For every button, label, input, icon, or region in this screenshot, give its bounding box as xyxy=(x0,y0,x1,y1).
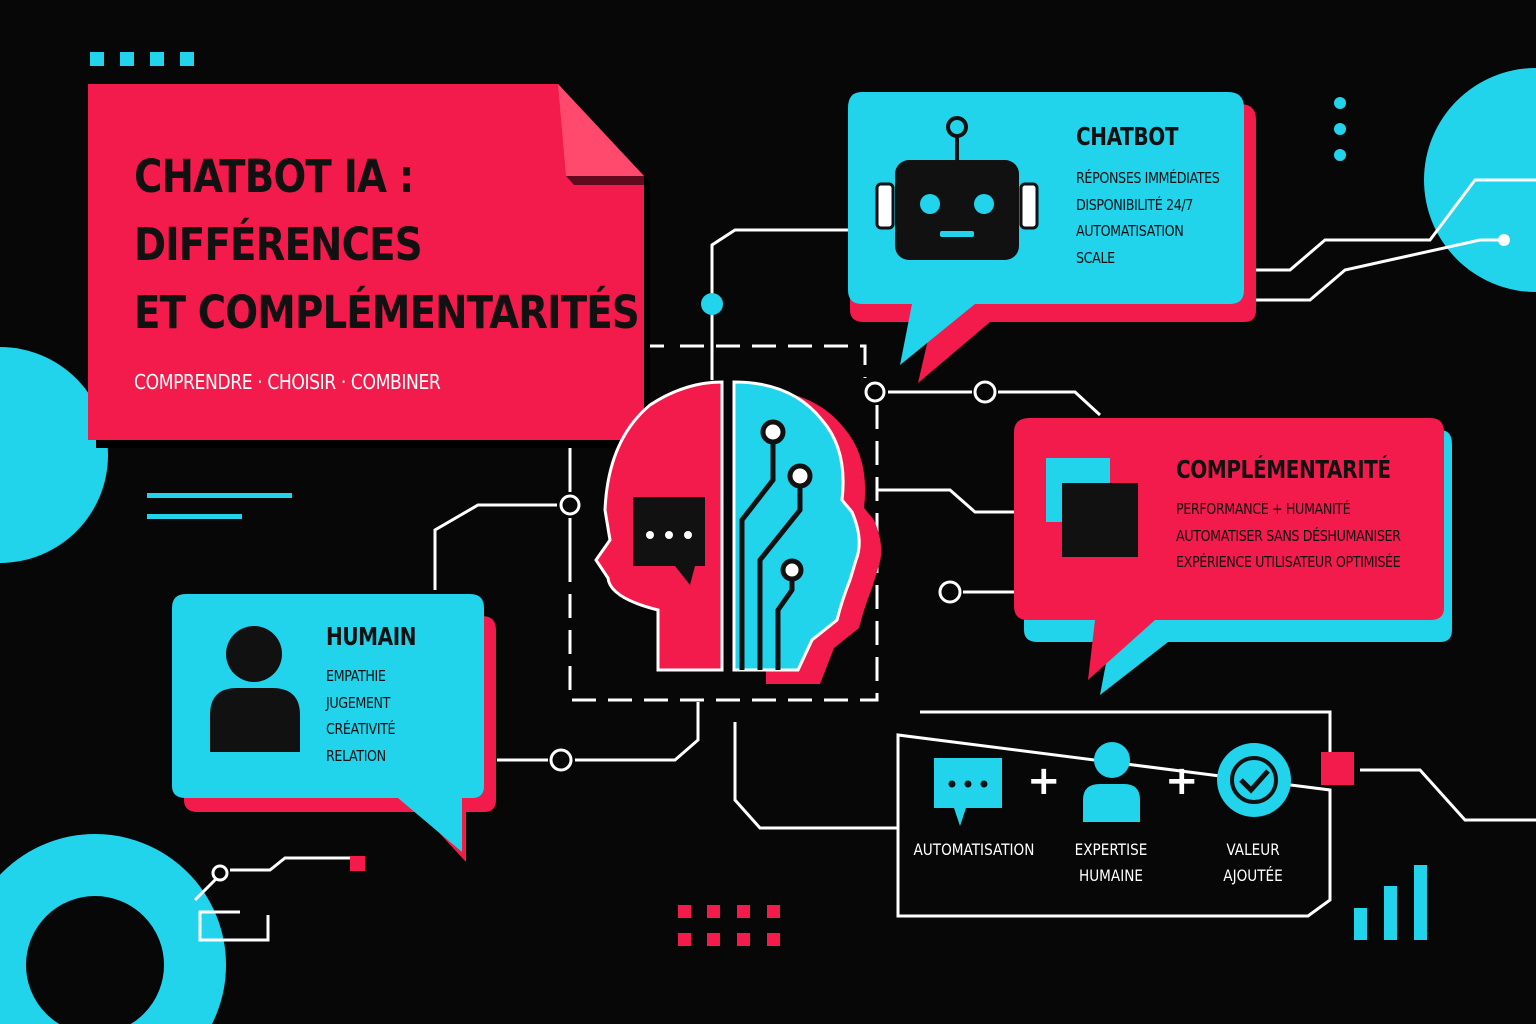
equation-label-automatisation: AUTOMATISATION xyxy=(913,837,1035,863)
equation-label-valeur: VALEUR AJOUTÉE xyxy=(1194,837,1313,889)
chatbot-item: AUTOMATISATION xyxy=(1076,222,1184,240)
chat-bubble-icon xyxy=(633,497,705,585)
page-title: CHATBOT IA : DIFFÉRENCES ET COMPLÉMENTAR… xyxy=(134,143,640,347)
label-line: AJOUTÉE xyxy=(1223,866,1283,885)
white-node xyxy=(1498,234,1510,246)
title-line-3: ET COMPLÉMENTARITÉS xyxy=(134,286,640,339)
check-icon xyxy=(1217,743,1291,817)
bar-chart-icon xyxy=(1354,865,1427,940)
deco-squares-top xyxy=(90,52,194,66)
complementarite-item: EXPÉRIENCE UTILISATEUR OPTIMISÉE xyxy=(1176,553,1401,571)
title-card xyxy=(88,84,650,448)
chatbot-panel: CHATBOT RÉPONSES IMMÉDIATES DISPONIBILIT… xyxy=(1076,122,1245,271)
deco-circle-left xyxy=(0,347,108,563)
robot-icon xyxy=(875,116,1039,260)
humain-panel: HUMAIN EMPATHIE JUGEMENT CRÉATIVITÉ RELA… xyxy=(326,622,439,769)
label-line: VALEUR xyxy=(1226,840,1280,859)
head-ai-icon xyxy=(594,380,882,684)
person-icon xyxy=(210,626,300,752)
cyan-node xyxy=(701,293,723,315)
red-node-small xyxy=(350,856,365,871)
chatbot-item: RÉPONSES IMMÉDIATES xyxy=(1076,169,1220,187)
deco-dots-vertical xyxy=(1334,97,1346,161)
complementarite-list: PERFORMANCE + HUMANITÉ AUTOMATISER SANS … xyxy=(1176,496,1404,576)
humain-title: HUMAIN xyxy=(326,622,417,651)
humain-item: EMPATHIE xyxy=(326,667,386,685)
person-icon xyxy=(1083,742,1140,822)
deco-ring-bottom-left xyxy=(0,834,226,1024)
label-line: HUMAINE xyxy=(1078,866,1143,885)
plus-sign: + xyxy=(1165,758,1199,804)
chatbot-item: SCALE xyxy=(1076,248,1115,267)
deco-lines xyxy=(147,493,292,519)
complementarite-title: COMPLÉMENTARITÉ xyxy=(1176,455,1391,484)
label-line: AUTOMATISATION xyxy=(913,840,1035,859)
chatbot-item: DISPONIBILITÉ 24/7 xyxy=(1076,195,1193,214)
chat-bubble-icon xyxy=(934,758,1002,826)
label-line: EXPERTISE xyxy=(1074,840,1148,859)
complementarite-item: AUTOMATISER SANS DÉSHUMANISER xyxy=(1176,526,1401,545)
title-line-2: DIFFÉRENCES xyxy=(134,218,423,271)
humain-list: EMPATHIE JUGEMENT CRÉATIVITÉ RELATION xyxy=(326,663,422,769)
humain-item: JUGEMENT xyxy=(326,693,391,712)
chatbot-list: RÉPONSES IMMÉDIATES DISPONIBILITÉ 24/7 A… xyxy=(1076,165,1220,271)
humain-item: RELATION xyxy=(326,746,386,765)
overlap-squares-icon xyxy=(1046,458,1138,557)
equation-label-expertise: EXPERTISE HUMAINE xyxy=(1052,837,1171,889)
humain-item: CRÉATIVITÉ xyxy=(326,720,396,738)
plus-sign: + xyxy=(1027,758,1061,804)
complementarite-panel: COMPLÉMENTARITÉ PERFORMANCE + HUMANITÉ A… xyxy=(1176,455,1444,576)
deco-squares-bottom xyxy=(678,905,780,946)
chatbot-title: CHATBOT xyxy=(1076,122,1179,151)
equation-box xyxy=(896,710,1354,918)
complementarite-item: PERFORMANCE + HUMANITÉ xyxy=(1176,500,1351,518)
title-line-1: CHATBOT IA : xyxy=(134,150,414,203)
page-subtitle: COMPRENDRE · CHOISIR · COMBINER xyxy=(134,370,441,394)
